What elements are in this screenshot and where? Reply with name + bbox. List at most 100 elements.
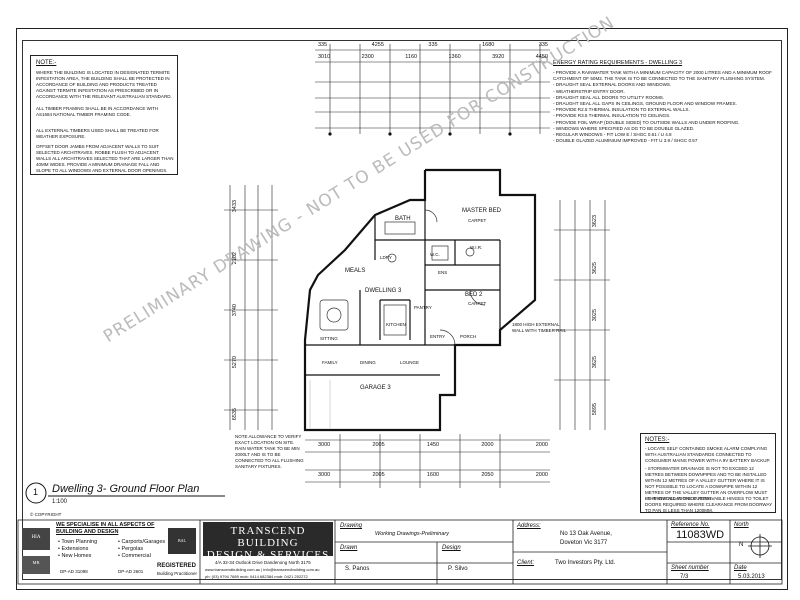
company-address: 4/A 32-34 Outlook Drive Dandenong North … <box>215 560 311 565</box>
dim-label-right: 5895 <box>592 402 598 415</box>
notes-smoke-alarm: - LOCATE SELF CONTAINED SMOKE ALARM COMP… <box>645 446 771 463</box>
room-bed2: BED 2 <box>465 292 483 298</box>
energy-item: - DRAUGHT SEAL ALL GAPS IN CEILINGS, GRO… <box>553 101 737 107</box>
address-line-1: No 13 Oak Avenue, <box>560 531 612 537</box>
services-list-1: • Town Planning• Extensions• New Homes <box>58 539 97 560</box>
notes-door-jambs: OFFSET DOOR JAMBS FROM ADJACENT WALLS TO… <box>36 144 174 173</box>
energy-item: - DRAUGHT SEAL ALL DOORS TO UTILITY ROOM… <box>553 94 665 100</box>
drawing-label: Drawing <box>340 523 363 529</box>
notes-external-timber: ALL EXTERNAL TIMBERS USED SHALL BE TREAT… <box>36 128 159 139</box>
dim-label-top: 335 <box>428 42 438 48</box>
service-item: • Commercial <box>118 553 151 559</box>
service-item: • Town Planning <box>58 539 98 545</box>
energy-item: - DRAUGHT SEAL EXTERNAL DOORS AND WINDOW… <box>553 82 672 88</box>
room-kitchen: KITCHEN <box>386 322 406 327</box>
room-master-bed: MASTER BED <box>462 208 502 214</box>
plan-scale: 1:100 <box>52 499 68 505</box>
room-family: FAMILY <box>322 360 338 365</box>
dim-label-left: 3740 <box>232 303 238 317</box>
rainwater-tank-note: NOTE ALLOWANCE TO VERIFY EXACT LOCATION … <box>235 434 304 469</box>
energy-item: - DOUBLE GLAZED ALUMINIUM IMPROVED - FIT… <box>553 138 698 144</box>
energy-item: - WINDOWS WHERE SPECIFIED AS DG TO BE DO… <box>553 125 695 131</box>
company-web: www.transcendbuilding.com.au | info@tran… <box>205 567 320 572</box>
dim-label-right: 3625 <box>592 355 598 369</box>
notes-hinges: - THE INSTALLATION OF REMOVABLE HINGES T… <box>645 496 773 513</box>
company-logo: TRANSCEND BUILDING DESIGN & SERVICES <box>203 522 333 561</box>
address-line-2: Doveton Vic 3177 <box>560 540 608 546</box>
room-sitting: SITTING <box>320 336 338 341</box>
hia-logo-badge: HIA <box>22 528 50 550</box>
design-label: Design <box>442 545 461 551</box>
room-master-carpet: CARPET <box>468 218 487 223</box>
room-wc: W.C. <box>430 252 440 257</box>
energy-item: - REGULAR WINDOWS - FIT LOW E / SHGC 0.6… <box>553 132 672 138</box>
company-name-2: DESIGN & SERVICES <box>206 549 330 561</box>
energy-item: - WEATHERSTRIP ENTRY DOOR. <box>553 88 625 94</box>
energy-item: - PROVIDE A RAINWATER TANK WITH A MINIMU… <box>553 70 772 82</box>
sheet-number-value: 7/3 <box>680 574 689 580</box>
dim-label-bottom: 2000 <box>535 442 548 448</box>
dim-label-bottom: 2000 <box>535 472 548 478</box>
room-ens: ENS <box>438 270 448 275</box>
reference-value: 11083WD <box>676 529 725 541</box>
service-item: • Carports/Garages <box>118 539 166 545</box>
client-value: Two Investors Pty. Ltd. <box>555 560 616 566</box>
specialise-title: WE SPECIALISE IN ALL ASPECTS OF BUILDING… <box>56 522 155 535</box>
address-label: Address: <box>517 523 541 529</box>
dim-label-bottom: 3000 <box>318 442 331 448</box>
registration-2: DP-AD 2601 <box>118 569 144 574</box>
client-label: Client: <box>517 560 535 566</box>
north-label: North <box>734 522 749 528</box>
room-lounge: LOUNGE <box>400 360 420 365</box>
notes-termite: WHERE THE BUILDING IS LOCATED IN DESIGNA… <box>36 70 172 99</box>
sheet-number-label: Sheet number <box>671 565 709 571</box>
dim-label-top: 1160 <box>405 54 418 60</box>
room-bath: BATH <box>395 216 411 222</box>
notes-timber: ALL TIMBER FRAMING SHALL BE IN ACCORDANC… <box>36 106 159 117</box>
room-meals: MEALS <box>345 268 366 274</box>
room-bed2-carpet: CARPET <box>468 301 487 306</box>
dim-label-right: 3623 <box>592 215 598 228</box>
dim-label-bottom: 1600 <box>426 472 440 478</box>
dim-label-top: 4255 <box>371 42 384 48</box>
drawing-value: Working Drawings-Preliminary <box>375 531 449 537</box>
service-item: • New Homes <box>58 553 92 559</box>
registered-sub: Building Practitioner <box>157 571 198 576</box>
room-garage: GARAGE 3 <box>360 385 391 391</box>
notes-right-title: NOTES:- <box>645 437 670 443</box>
notes-title: NOTE:- <box>36 60 57 66</box>
company-phone: ph: (03) 9794 7689 mob: 0414 682384 mob:… <box>205 574 308 579</box>
plan-number: 1 <box>33 487 39 497</box>
dim-label-top: 3920 <box>492 54 505 60</box>
design-value: P. Silvo <box>448 566 468 572</box>
general-notes-box: NOTE:- WHERE THE BUILDING IS LOCATED IN … <box>30 55 178 175</box>
north-letter: N <box>739 542 744 548</box>
energy-item: - PROVIDE R3.5 THERMAL INSULATION TO CEI… <box>553 113 671 119</box>
services-list-2: • Carports/Garages• Pergolas• Commercial <box>118 539 165 560</box>
dim-label-left: 2102 <box>232 251 238 265</box>
dim-label-left: 6535 <box>232 407 238 420</box>
energy-item: - PROVIDE FOIL WRAP (DOUBLE SIDED) TO OU… <box>553 119 740 125</box>
dim-label-top: 4450 <box>535 54 548 60</box>
drawn-value: S. Panos <box>345 566 370 572</box>
room-wir: W.I.R. <box>470 245 483 250</box>
dim-label-bottom: 3000 <box>318 472 331 478</box>
service-item: • Extensions <box>58 546 89 552</box>
dim-label-bottom: 2005 <box>372 472 385 478</box>
room-dining: DINING <box>360 360 376 365</box>
dim-label-top: 1680 <box>482 42 495 48</box>
registered-label: REGISTERED <box>157 563 197 569</box>
plan-title: Dwelling 3- Ground Floor Plan <box>52 483 200 495</box>
room-entry: ENTRY <box>430 334 446 339</box>
dim-label-top: 335 <box>318 42 328 48</box>
energy-item: - PROVIDE R2.5 THERMAL INSULATION TO EXT… <box>553 107 690 113</box>
dim-label-bottom: 1450 <box>426 442 440 448</box>
drawing-sheet <box>16 28 788 590</box>
date-label: Date <box>734 565 747 571</box>
